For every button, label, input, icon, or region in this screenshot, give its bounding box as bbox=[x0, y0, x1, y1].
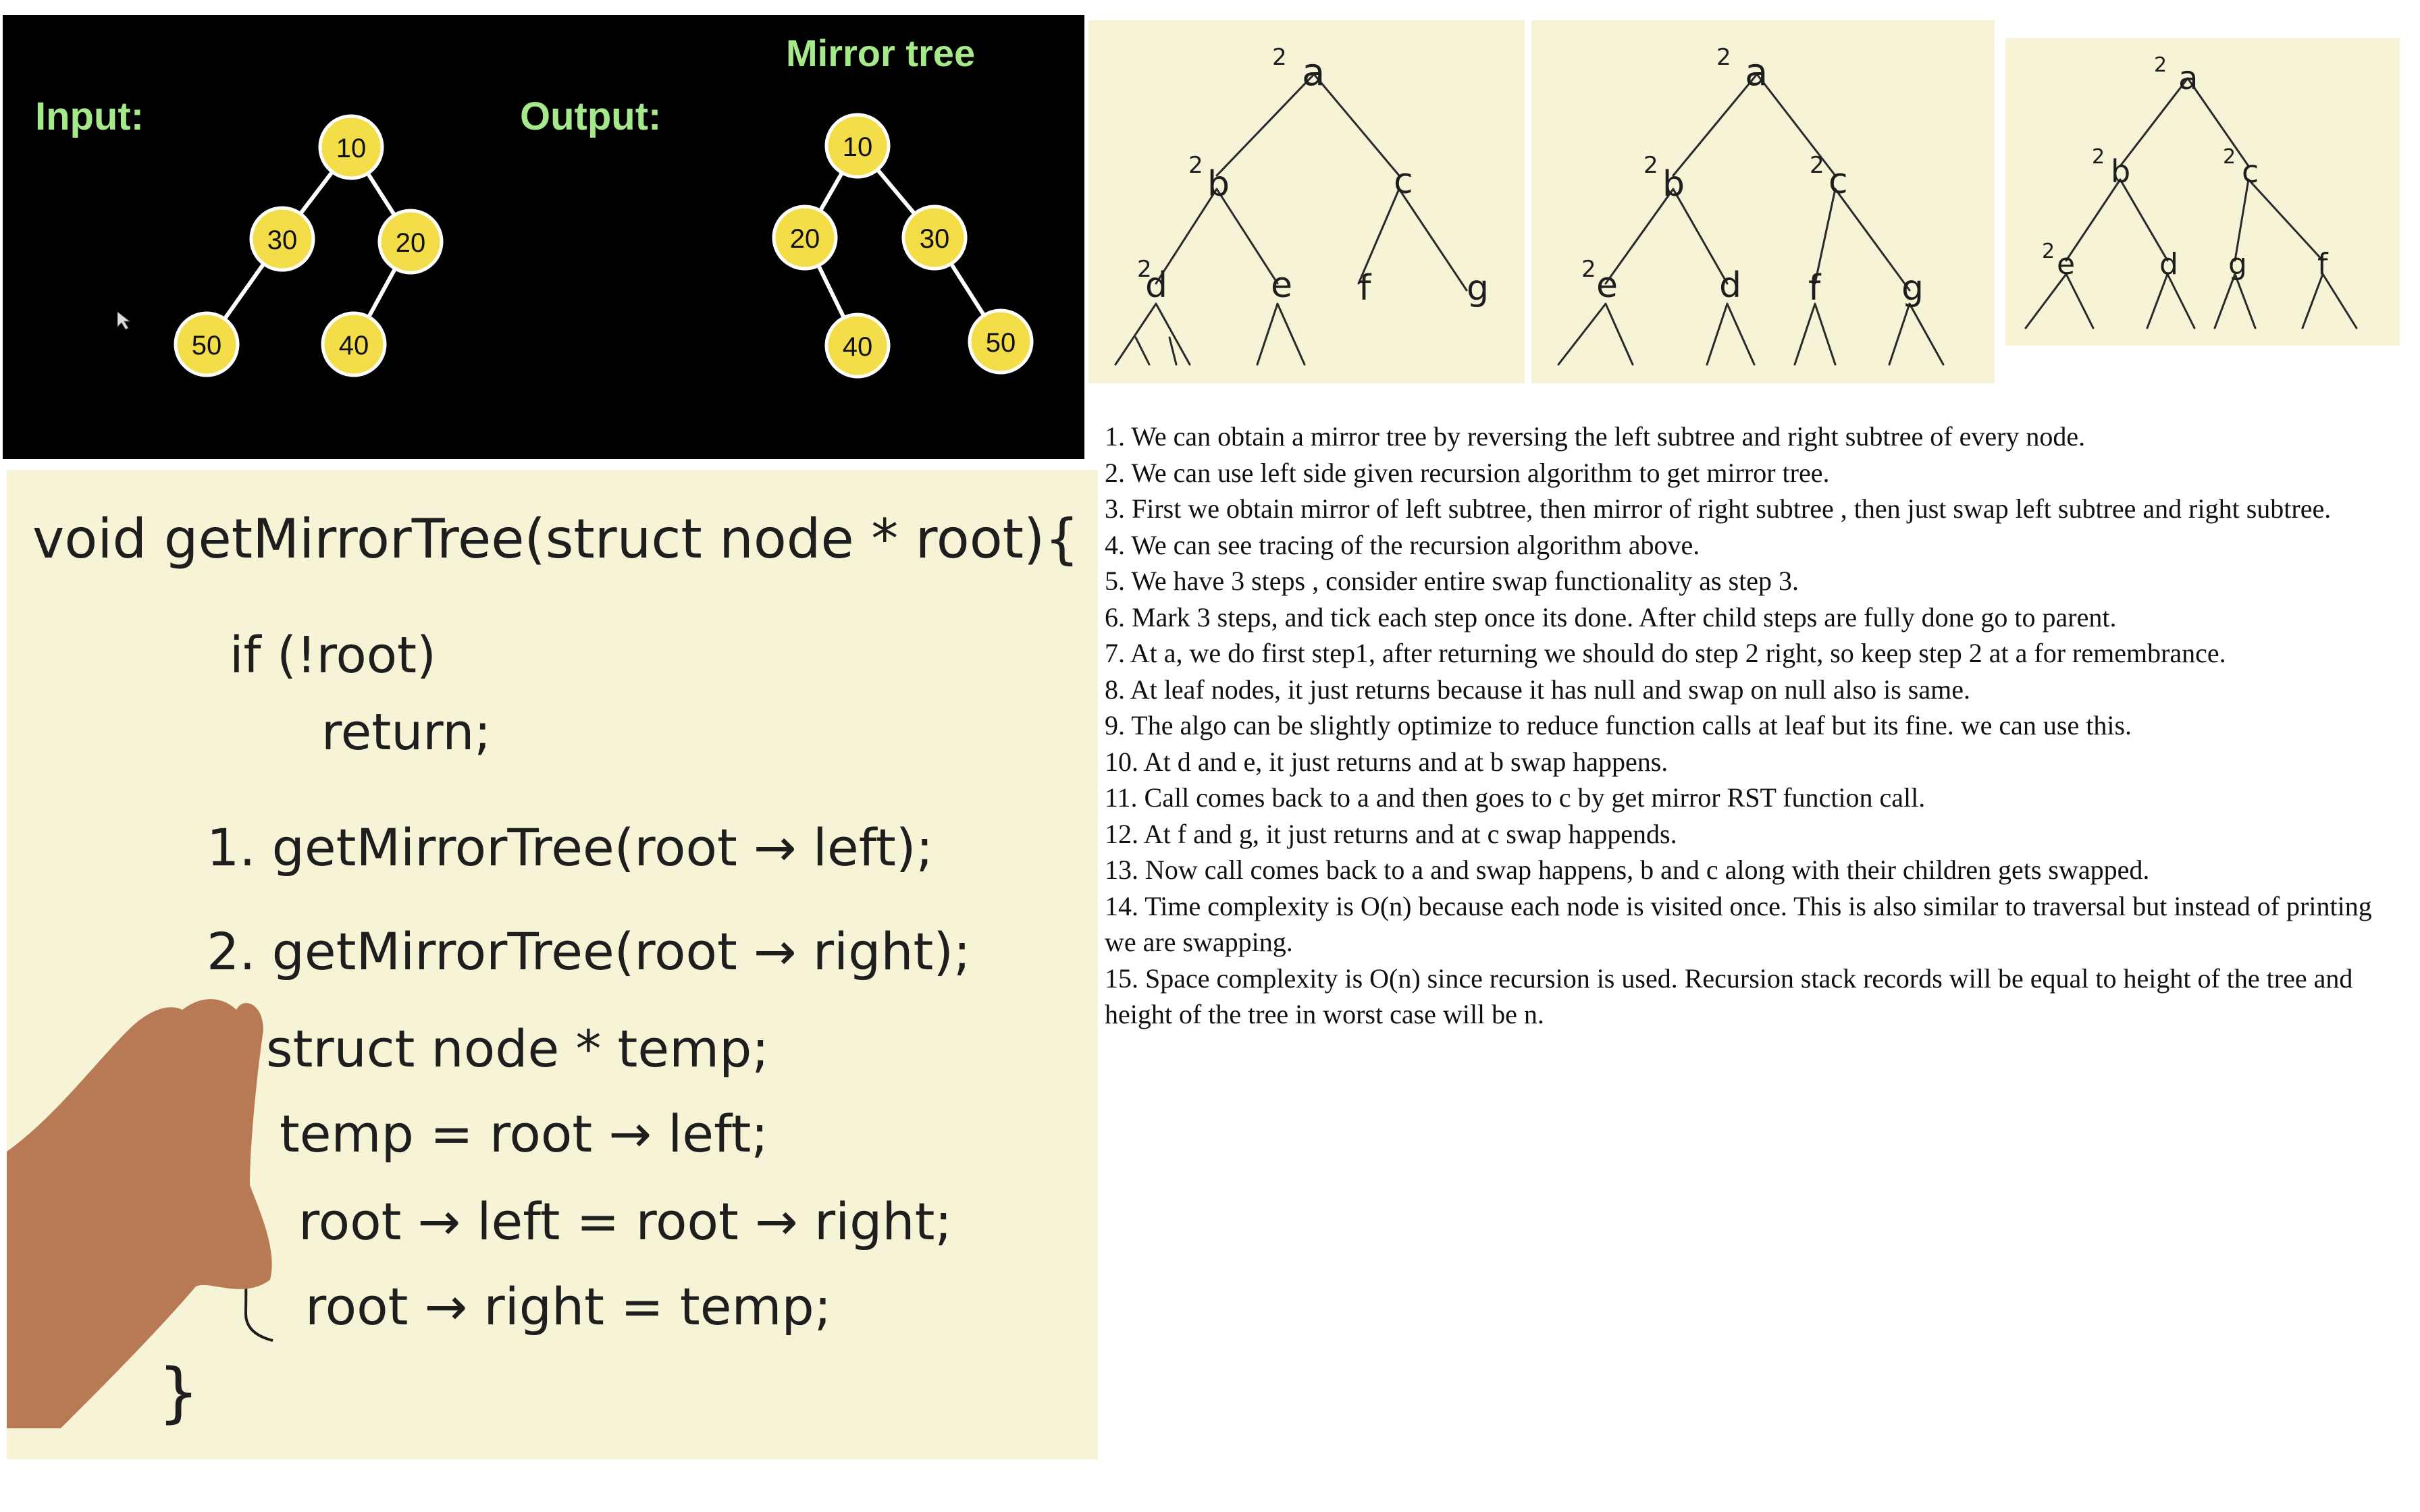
recursion-trace-sketch-2: a b c e d f g 2 2 2 2 bbox=[1531, 20, 1995, 383]
sketch-node-label: c bbox=[2242, 153, 2259, 190]
step-mark: 2 bbox=[1188, 152, 1203, 179]
input-label: Input: bbox=[35, 94, 144, 138]
step-mark: 2 bbox=[1643, 152, 1658, 179]
svg-text:20: 20 bbox=[790, 224, 820, 254]
tree-node: 40 bbox=[824, 313, 891, 379]
mouse-cursor-icon bbox=[117, 310, 131, 330]
tree-node: 10 bbox=[824, 113, 891, 179]
code-line: 1. getMirrorTree(root → left); bbox=[207, 817, 933, 878]
sketch-node-label: f bbox=[1359, 268, 1372, 308]
step-mark: 2 bbox=[1272, 44, 1287, 71]
code-line: } bbox=[158, 1355, 199, 1430]
svg-text:40: 40 bbox=[339, 331, 369, 360]
presenter-hand bbox=[7, 999, 272, 1428]
tree-node: 50 bbox=[968, 308, 1034, 375]
note-item: 2. We can use left side given recursion … bbox=[1105, 457, 1830, 488]
sketch-node-label: e bbox=[2057, 247, 2075, 281]
svg-text:20: 20 bbox=[396, 228, 426, 258]
sketch-node-label: f bbox=[2317, 247, 2329, 281]
sketch-node-label: g bbox=[1901, 268, 1924, 308]
sketch-node-label: f bbox=[1808, 268, 1822, 308]
note-item: 11. Call comes back to a and then goes t… bbox=[1105, 782, 1926, 813]
note-item: 6. Mark 3 steps, and tick each step once… bbox=[1105, 601, 2117, 632]
note-item: 15. Space complexity is O(n) since recur… bbox=[1105, 963, 2353, 1030]
code-line: root → left = root → right; bbox=[298, 1191, 952, 1251]
note-item: 5. We have 3 steps , consider entire swa… bbox=[1105, 566, 1799, 596]
recursion-trace-sketch-1: a b c d e f g 2 2 2 bbox=[1088, 20, 1525, 383]
note-item: 12. At f and g, it just returns and at c… bbox=[1105, 818, 1677, 849]
notes-list: 1. We can obtain a mirror tree by revers… bbox=[1105, 418, 2408, 1033]
note-item: 1. We can obtain a mirror tree by revers… bbox=[1105, 421, 2086, 452]
note-item: 8. At leaf nodes, it just returns becaus… bbox=[1105, 674, 1970, 705]
step-mark: 2 bbox=[1581, 256, 1596, 283]
step-mark: 2 bbox=[2223, 145, 2236, 169]
svg-text:10: 10 bbox=[336, 134, 367, 163]
output-label: Output: bbox=[520, 94, 661, 138]
step-mark: 2 bbox=[2092, 145, 2105, 169]
code-line: void getMirrorTree(struct node * root){ bbox=[32, 508, 1079, 570]
tree-node: 30 bbox=[249, 206, 315, 272]
sketch-node-label: a bbox=[1745, 51, 1768, 94]
whiteboard-code: void getMirrorTree(struct node * root){ … bbox=[7, 470, 1098, 1459]
tree-node: 10 bbox=[318, 114, 384, 180]
sketch-node-label: g bbox=[1467, 268, 1489, 308]
tree-node: 20 bbox=[772, 205, 838, 271]
step-mark: 2 bbox=[2042, 240, 2055, 263]
recursion-trace-sketch-3: a b c e d g f 2 2 2 2 bbox=[2005, 38, 2400, 346]
svg-text:50: 50 bbox=[192, 331, 222, 360]
sketch-node-label: c bbox=[1394, 161, 1413, 202]
sketch-node-label: e bbox=[1596, 265, 1618, 306]
code-line: return; bbox=[321, 703, 491, 761]
note-item: 13. Now call comes back to a and swap ha… bbox=[1105, 855, 2150, 885]
step-mark: 2 bbox=[1810, 152, 1824, 179]
sketch-node-label: b bbox=[1662, 164, 1685, 205]
sketch-node-label: b bbox=[1207, 164, 1230, 205]
note-item: 7. At a, we do first step1, after return… bbox=[1105, 638, 2226, 668]
step-mark: 2 bbox=[2154, 53, 2167, 77]
note-item: 10. At d and e, it just returns and at b… bbox=[1105, 746, 1668, 777]
tree-node: 50 bbox=[174, 311, 240, 377]
step-mark: 2 bbox=[1716, 44, 1731, 71]
sketch-node-label: d bbox=[1719, 265, 1741, 306]
sketch-node-label: c bbox=[1829, 161, 1848, 202]
tree-node: 40 bbox=[321, 311, 387, 377]
slide-graphic: Input: Output: Mirror tree 10 30 20 50 4… bbox=[35, 32, 1034, 379]
whiteboard-graphic: void getMirrorTree(struct node * root){ … bbox=[7, 508, 1079, 1430]
slide-title: Mirror tree bbox=[786, 32, 975, 74]
code-line: if (!root) bbox=[230, 626, 436, 684]
code-line: root → right = temp; bbox=[305, 1276, 831, 1336]
mirror-tree-slide: Input: Output: Mirror tree 10 30 20 50 4… bbox=[3, 15, 1084, 459]
sketch-node-label: d bbox=[2159, 247, 2178, 281]
sketch-node-label: g bbox=[2228, 247, 2247, 281]
sketch-node-label: b bbox=[2111, 153, 2130, 190]
svg-text:10: 10 bbox=[843, 132, 873, 162]
code-line: temp = root → left; bbox=[280, 1104, 768, 1164]
code-line: struct node * temp; bbox=[266, 1019, 769, 1079]
note-item: 9. The algo can be slightly optimize to … bbox=[1105, 710, 2132, 740]
sketch-node-label: a bbox=[1302, 51, 1325, 94]
note-item: 3. First we obtain mirror of left subtre… bbox=[1105, 493, 2332, 524]
svg-text:40: 40 bbox=[843, 332, 873, 362]
tree-node: 20 bbox=[377, 209, 444, 275]
sketch-node-label: d bbox=[1145, 265, 1167, 306]
note-item: 14. Time complexity is O(n) because each… bbox=[1105, 890, 2372, 958]
note-item: 4. We can see tracing of the recursion a… bbox=[1105, 529, 1700, 560]
svg-text:30: 30 bbox=[267, 225, 298, 255]
sketch-node-label: a bbox=[2178, 59, 2198, 97]
tree-node: 30 bbox=[901, 205, 968, 271]
code-line: 2. getMirrorTree(root → right); bbox=[207, 921, 971, 981]
sketch-node-label: e bbox=[1271, 265, 1292, 306]
svg-text:30: 30 bbox=[920, 224, 950, 254]
step-mark: 2 bbox=[1137, 256, 1152, 283]
svg-text:50: 50 bbox=[986, 328, 1016, 358]
